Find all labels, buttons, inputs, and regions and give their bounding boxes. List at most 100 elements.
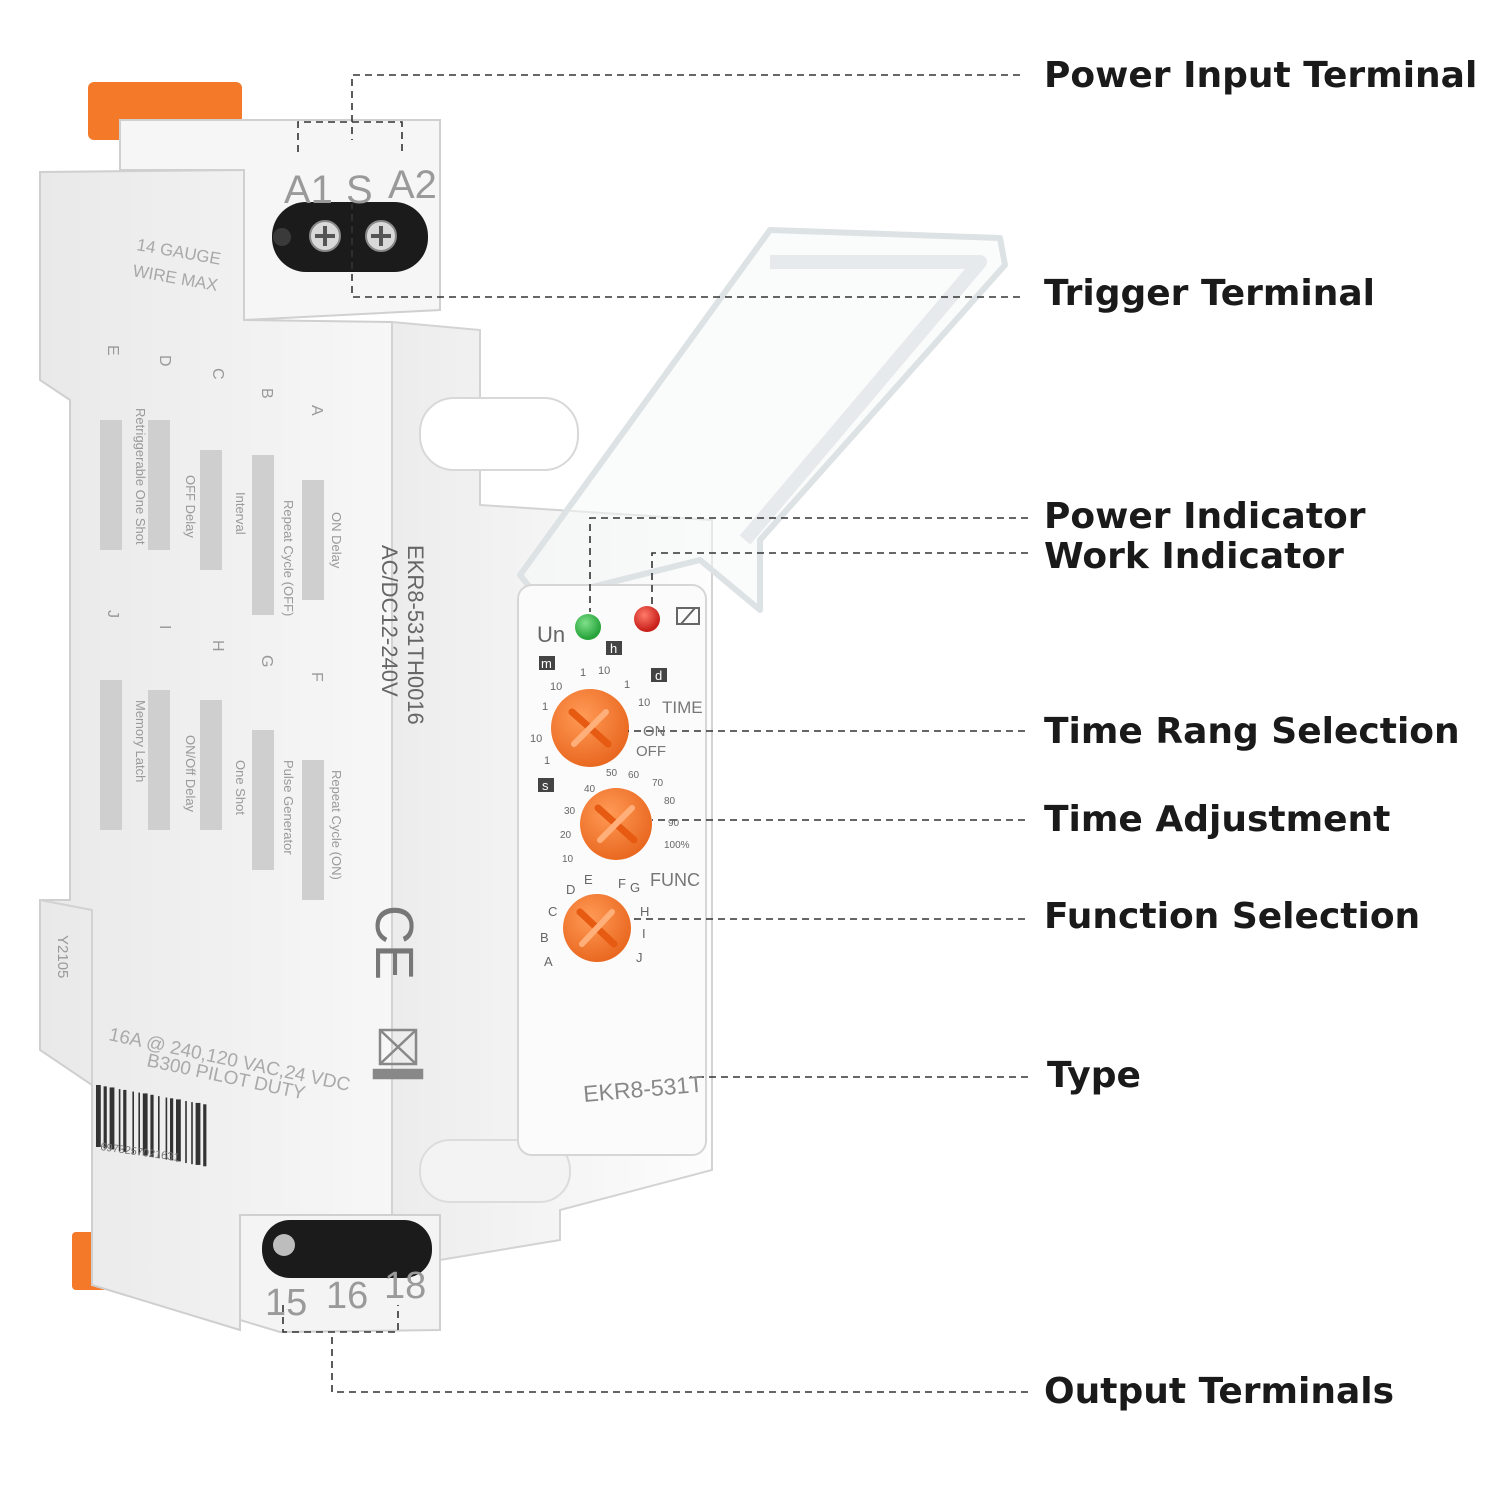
bracket-power-input (297, 121, 403, 152)
range-tick-5: 10 (598, 665, 610, 677)
pct-tick-10: 10 (562, 854, 574, 865)
pct-tick-70: 70 (652, 778, 664, 789)
func-letter-a: A (308, 405, 325, 416)
barcode-bar (176, 1099, 181, 1162)
leader-power-indicator (589, 517, 1028, 612)
barcode-bar (96, 1085, 101, 1147)
func-letter-g: G (258, 655, 275, 667)
leader-work-indicator (651, 552, 1028, 604)
barcode-bar (195, 1102, 201, 1165)
label-output-terminals: Output Terminals (1044, 1371, 1395, 1412)
ce-mark: CE (364, 905, 424, 980)
unit-h: h (610, 641, 617, 656)
range-tick-2: 1 (542, 701, 548, 713)
barcode-bar (165, 1097, 168, 1160)
func-letter-c: C (209, 368, 226, 380)
barcode-bar (191, 1102, 193, 1165)
func-name-i: ON/Off Delay (183, 735, 198, 813)
leader-output (331, 1334, 1028, 1393)
func-letter-h: H (209, 640, 226, 652)
func-name-e: Retriggerable One Shot (133, 408, 148, 545)
barcode-bar (170, 1098, 174, 1161)
range-tick-3: 10 (550, 681, 562, 693)
barcode-bar (103, 1086, 107, 1149)
label-function-selection: Function Selection (1044, 896, 1421, 937)
func-label: FUNC (650, 870, 700, 890)
pct-tick-20: 20 (560, 830, 572, 841)
power-indicator-led (575, 614, 601, 640)
pct-tick-60: 60 (628, 770, 640, 781)
side-function-diagrams (100, 420, 324, 900)
time-adjust-knob[interactable] (580, 788, 652, 860)
time-label: TIME (662, 698, 703, 717)
function-knob[interactable] (563, 894, 631, 962)
barcode-bar (123, 1089, 127, 1152)
terminal-label-18: 18 (384, 1265, 426, 1307)
un-label: Un (537, 622, 565, 647)
weee-icon (372, 1028, 424, 1080)
time-range-knob[interactable] (551, 689, 629, 767)
func-tick-a: A (544, 954, 553, 969)
func-letter-b: B (258, 388, 275, 399)
barcode-bar (142, 1093, 148, 1156)
pct-tick-100: 100% (664, 840, 690, 851)
label-time-adjustment: Time Adjustment (1044, 799, 1391, 840)
barcode (96, 1085, 207, 1167)
barcode-bar (185, 1101, 187, 1164)
func-letter-i: I (156, 625, 173, 629)
on-label: ON (643, 723, 666, 740)
func-letter-j: J (104, 610, 121, 618)
side-code: Y2105 (54, 935, 71, 978)
leader-trigger (351, 204, 1020, 298)
pct-tick-80: 80 (664, 796, 676, 807)
range-tick-8: 1 (544, 755, 550, 767)
terminal-label-16: 16 (326, 1275, 368, 1317)
pct-tick-30: 30 (564, 806, 576, 817)
func-tick-c: C (548, 904, 557, 919)
func-name-a: ON Delay (329, 512, 344, 569)
bracket-output (282, 1305, 399, 1333)
func-name-j: Memory Latch (133, 700, 148, 782)
func-name-h: One Shot (233, 760, 248, 815)
barcode-bar (118, 1089, 121, 1152)
off-label: OFF (636, 743, 666, 760)
range-tick-1: 10 (530, 733, 542, 745)
barcode-bar (203, 1104, 207, 1167)
terminal-label-15: 15 (265, 1282, 307, 1324)
relay-symbol-icon (676, 607, 700, 625)
func-tick-i: I (642, 926, 646, 941)
pct-tick-40: 40 (584, 784, 596, 795)
model-full-label: EKR8-531TH0016 (403, 545, 428, 725)
func-name-c: Interval (233, 492, 248, 535)
func-name-f: Repeat Cycle (ON) (329, 770, 344, 880)
barcode-bar (150, 1094, 154, 1157)
label-trigger-terminal: Trigger Terminal (1044, 273, 1375, 314)
voltage-label: AC/DC12-240V (377, 545, 402, 697)
func-tick-d: D (566, 882, 575, 897)
unit-m: m (541, 656, 552, 671)
func-tick-e: E (584, 872, 593, 887)
func-tick-h: H (640, 904, 649, 919)
func-name-g: Pulse Generator (281, 760, 296, 855)
pct-tick-90: 90 (668, 818, 680, 829)
range-tick-7: 10 (638, 697, 650, 709)
leader-power-input (351, 74, 1020, 140)
func-letter-d: D (156, 355, 173, 367)
barcode-bar (138, 1092, 140, 1155)
func-name-d: OFF Delay (183, 475, 198, 538)
terminal-label-a1: A1 (284, 168, 333, 212)
range-tick-6: 1 (624, 679, 630, 691)
func-letter-f: F (308, 672, 325, 682)
barcode-bar (109, 1087, 115, 1150)
label-time-range-selection: Time Rang Selection (1044, 711, 1460, 752)
work-indicator-led (634, 606, 660, 632)
label-work-indicator: Work Indicator (1044, 536, 1344, 577)
func-tick-b: B (540, 930, 549, 945)
terminal-label-a2: A2 (388, 163, 437, 207)
unit-s: s (542, 778, 549, 793)
func-tick-f: F (618, 876, 626, 891)
terminal-label-s: S (346, 168, 373, 212)
range-tick-4: 1 (580, 667, 586, 679)
